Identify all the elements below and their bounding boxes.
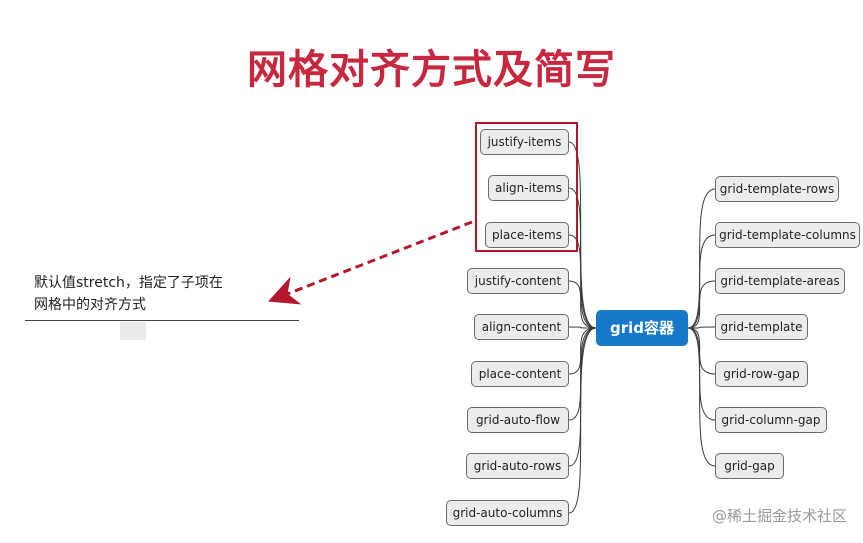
node-grid-template-areas[interactable]: grid-template-areas bbox=[715, 268, 845, 294]
node-place-content[interactable]: place-content bbox=[471, 361, 569, 387]
node-grid-template-rows[interactable]: grid-template-rows bbox=[715, 176, 839, 202]
connector-node-grid-template bbox=[687, 326, 716, 329]
node-align-content[interactable]: align-content bbox=[474, 314, 569, 340]
note-line-1: 默认值stretch，指定了子项在 bbox=[34, 275, 223, 291]
connector-node-grid-auto-columns bbox=[568, 327, 597, 514]
connector-node-grid-auto-rows bbox=[568, 327, 597, 467]
node-grid-column-gap[interactable]: grid-column-gap bbox=[715, 407, 827, 433]
note-text: 默认值stretch，指定了子项在 网格中的对齐方式 bbox=[34, 272, 274, 316]
connector-node-grid-gap bbox=[687, 327, 716, 467]
node-grid-gap[interactable]: grid-gap bbox=[715, 453, 784, 479]
connector-node-grid-template-columns bbox=[687, 234, 716, 329]
connector-node-place-content bbox=[568, 327, 597, 375]
note-arrow bbox=[268, 220, 473, 305]
connector-node-place-items bbox=[568, 234, 597, 329]
node-grid-auto-flow[interactable]: grid-auto-flow bbox=[467, 407, 569, 433]
node-align-items[interactable]: align-items bbox=[488, 175, 569, 201]
node-grid-template-columns[interactable]: grid-template-columns bbox=[715, 222, 860, 248]
connector-node-align-content bbox=[568, 326, 597, 329]
connector-node-justify-content bbox=[568, 280, 597, 329]
node-grid-auto-rows[interactable]: grid-auto-rows bbox=[466, 453, 569, 479]
node-justify-items[interactable]: justify-items bbox=[480, 129, 569, 155]
node-grid-template[interactable]: grid-template bbox=[715, 314, 808, 340]
watermark: @稀土掘金技术社区 bbox=[711, 507, 847, 525]
node-place-items[interactable]: place-items bbox=[485, 222, 569, 248]
connector-node-grid-template-rows bbox=[687, 188, 716, 329]
center-node-grid-container[interactable]: grid容器 bbox=[596, 310, 688, 346]
node-justify-content[interactable]: justify-content bbox=[467, 268, 569, 294]
node-grid-row-gap[interactable]: grid-row-gap bbox=[715, 361, 808, 387]
connector-node-grid-template-areas bbox=[687, 280, 716, 329]
connector-node-grid-row-gap bbox=[687, 327, 716, 375]
note-tab-shape bbox=[120, 322, 146, 340]
node-grid-auto-columns[interactable]: grid-auto-columns bbox=[446, 500, 569, 526]
connector-node-grid-auto-flow bbox=[568, 327, 597, 421]
items-highlight-box bbox=[475, 122, 578, 252]
page-title: 网格对齐方式及简写 bbox=[247, 47, 616, 93]
note-line-2: 网格中的对齐方式 bbox=[34, 297, 146, 313]
note-underline bbox=[25, 320, 299, 321]
